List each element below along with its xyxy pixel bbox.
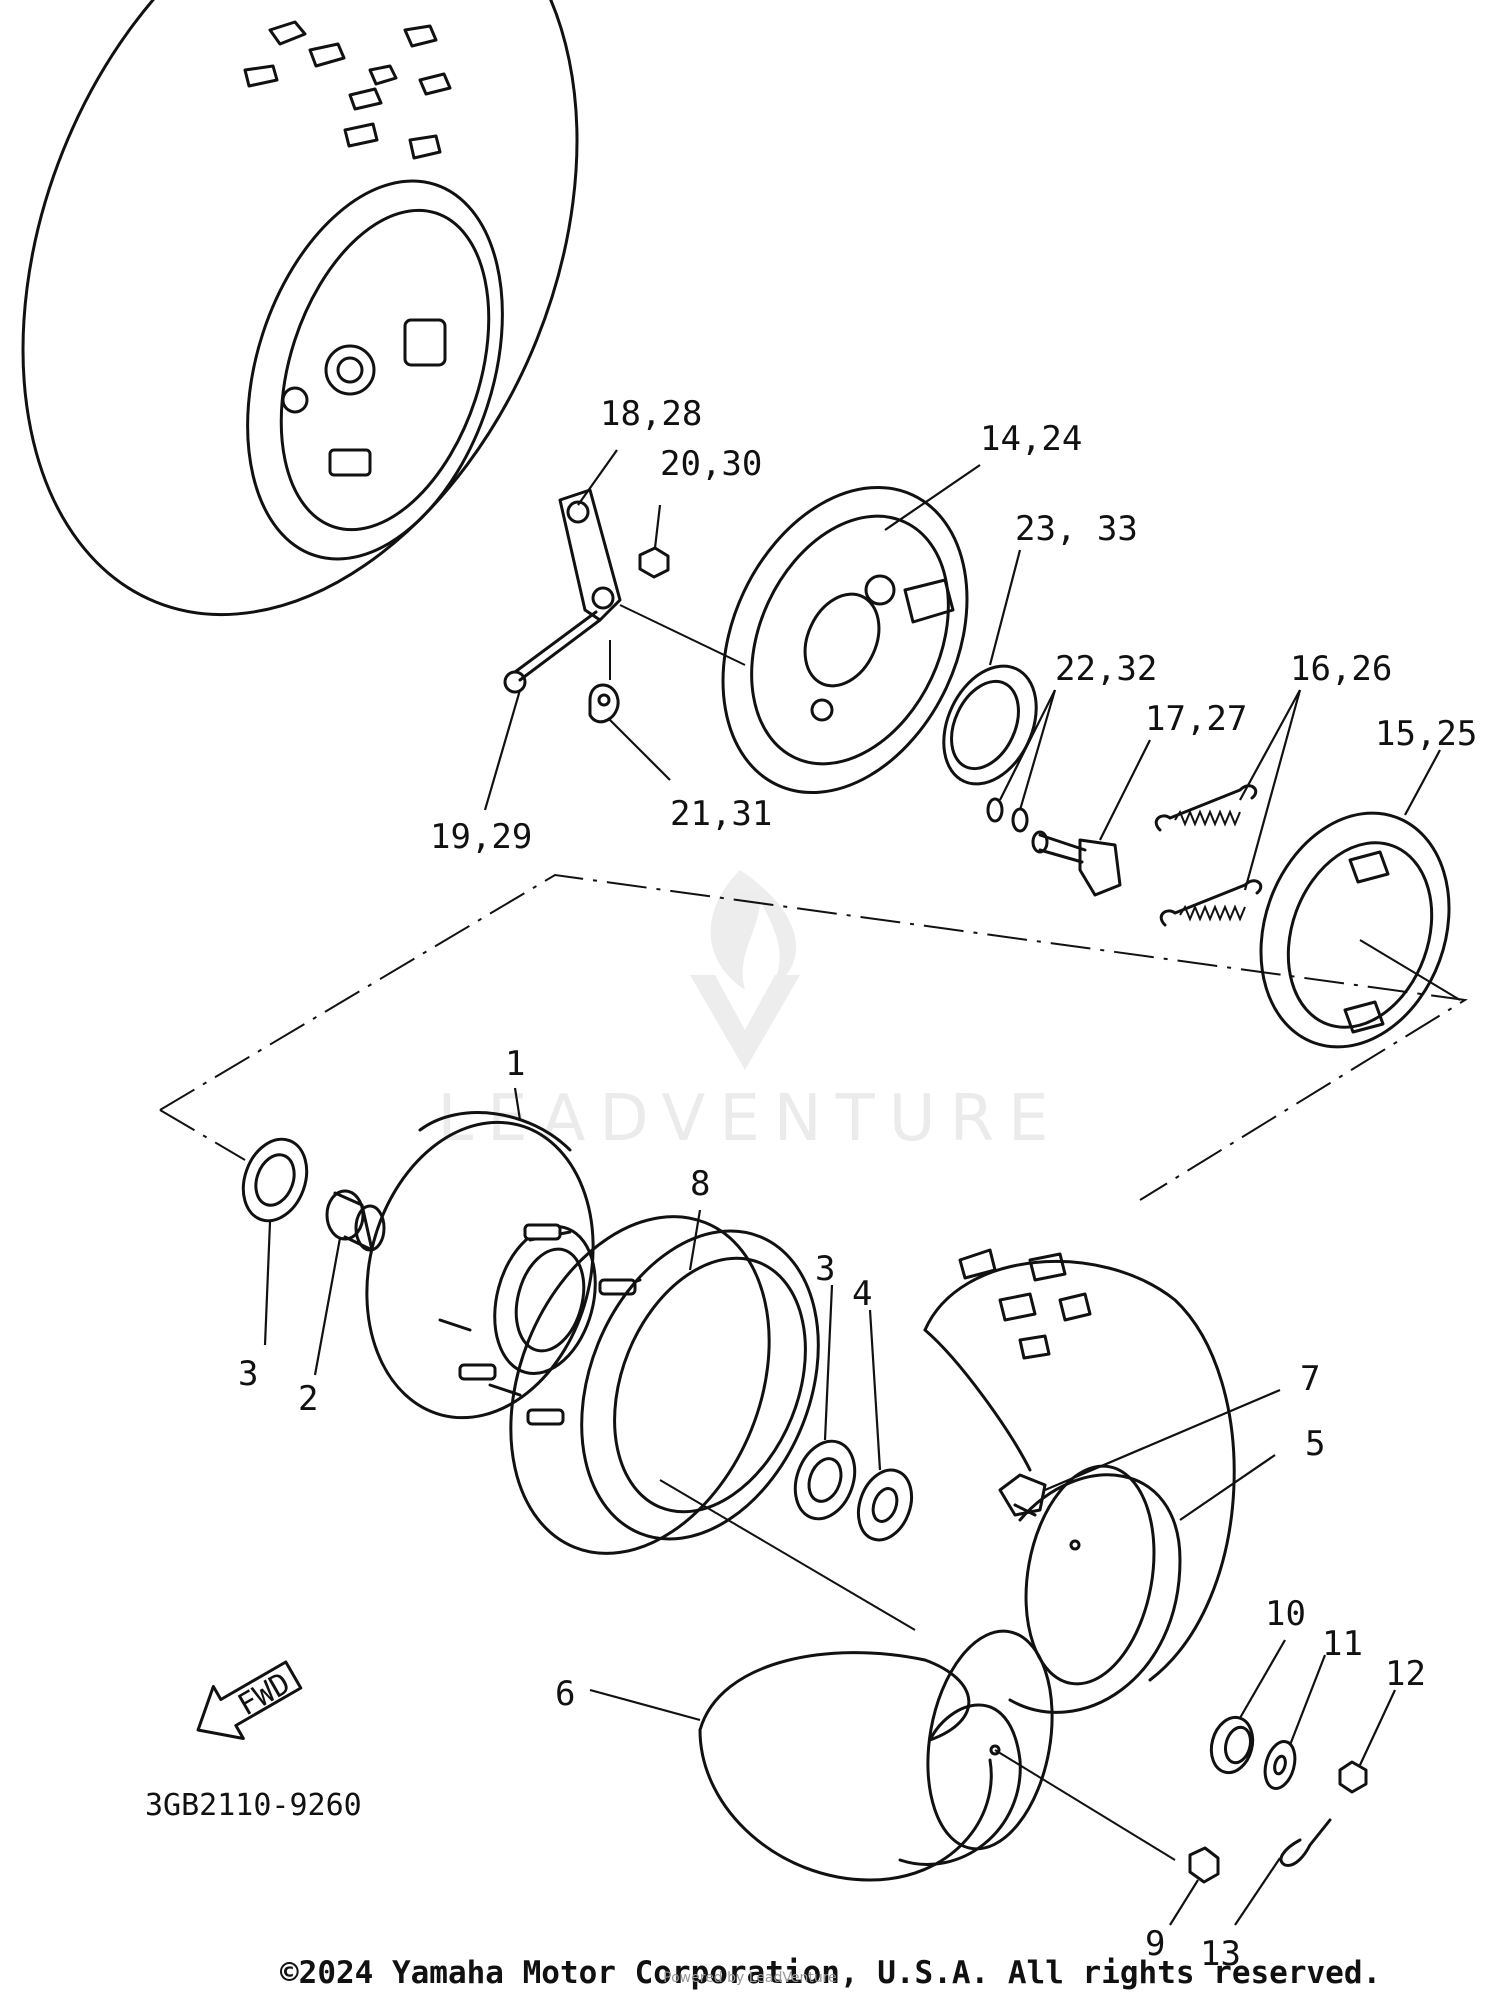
wheel-hub — [365, 1111, 642, 1426]
assembly-plane — [159, 873, 1468, 1201]
hub-nut — [1188, 1846, 1220, 1884]
o-ring — [986, 797, 1004, 823]
spacer — [325, 1189, 386, 1252]
axle-centerline — [659, 1479, 916, 1631]
label-part-23-33: 23, 33 — [1015, 509, 1138, 549]
washer — [1263, 1740, 1297, 1790]
label-part-2: 2 — [298, 1379, 318, 1419]
label-part-13: 13 — [1200, 1934, 1241, 1974]
powered-by: Powered by LeadVenture — [663, 1970, 837, 1986]
label-part-15-25: 15,25 — [1375, 714, 1477, 754]
bearing — [241, 1137, 309, 1223]
brake-camshaft — [1031, 830, 1122, 897]
rim-half — [698, 1629, 1054, 1882]
castle-nut — [1338, 1760, 1368, 1794]
brake-drum — [509, 1215, 820, 1555]
diagram-code: 3GB2110-9260 — [145, 1788, 362, 1823]
label-part-21-31: 21,31 — [670, 794, 772, 834]
cotter-pin — [1279, 1818, 1332, 1867]
label-part-5: 5 — [1305, 1424, 1325, 1464]
label-part-8: 8 — [690, 1164, 710, 1204]
label-part-14-24: 14,24 — [980, 419, 1082, 459]
brake-spring — [1154, 784, 1258, 832]
tire-valve — [998, 1473, 1047, 1517]
label-part-11: 11 — [1322, 1624, 1363, 1664]
label-part-4: 4 — [852, 1274, 872, 1314]
forward-arrow-icon: FWD — [196, 1660, 303, 1740]
brake-shoe-plate — [721, 485, 969, 795]
oil-seal — [942, 664, 1038, 786]
o-ring — [1011, 807, 1029, 833]
label-part-10: 10 — [1265, 1594, 1306, 1634]
brake-camshaft-lever — [558, 488, 622, 622]
nut — [638, 546, 670, 579]
label-part-17-27: 17,27 — [1145, 699, 1247, 739]
copyright-notice: ©2024 Yamaha Motor Corporation, U.S.A. A… — [280, 1955, 1382, 1991]
label-part-7: 7 — [1300, 1359, 1320, 1399]
label-part-1: 1 — [505, 1044, 525, 1084]
watermark-text: LEADVENTURE — [438, 1082, 1063, 1156]
label-part-19-29: 19,29 — [430, 817, 532, 857]
tire — [923, 1248, 1236, 1682]
rim-half — [1008, 1464, 1182, 1714]
label-part-20-30: 20,30 — [660, 444, 762, 484]
label-part-9: 9 — [1145, 1924, 1165, 1964]
bearing — [1209, 1715, 1255, 1775]
bearing — [793, 1439, 857, 1521]
fwd-label: FWD — [232, 1666, 296, 1723]
label-part-6: 6 — [555, 1674, 575, 1714]
brake-spring — [1159, 879, 1263, 927]
label-part-16-26: 16,26 — [1290, 649, 1392, 689]
label-part-3: 3 — [238, 1354, 258, 1394]
label-part-12: 12 — [1385, 1654, 1426, 1694]
watermark-logo: LEADVENTURE — [438, 870, 1063, 1156]
assembled-wheel — [21, 0, 579, 617]
bolt — [503, 610, 602, 694]
collar — [856, 1468, 914, 1542]
label-part-22-32: 22,32 — [1055, 649, 1157, 689]
wear-indicator-plate — [588, 683, 620, 724]
brake-shoe — [1259, 811, 1451, 1049]
label-part-18-28: 18,28 — [600, 394, 702, 434]
label-part-3: 3 — [815, 1249, 835, 1289]
